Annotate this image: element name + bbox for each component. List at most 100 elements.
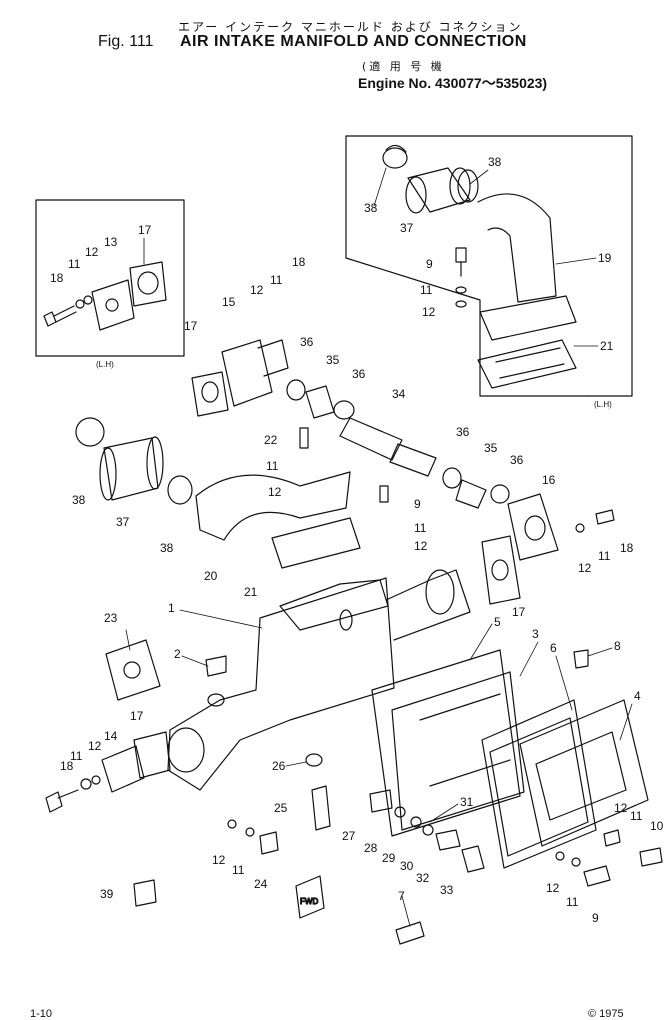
callout-29: 29 — [382, 851, 396, 865]
callout-2: 2 — [174, 647, 181, 661]
callout-7: 7 — [398, 889, 405, 903]
inset-hose-elbow — [382, 144, 577, 389]
callout-5: 5 — [494, 615, 501, 629]
callout-31: 31 — [460, 795, 474, 809]
callout-37: 37 — [116, 515, 130, 529]
callout-18: 18 — [620, 541, 634, 555]
callout-26: 26 — [272, 759, 286, 773]
callout-11: 11 — [70, 749, 83, 763]
callout-8: 8 — [614, 639, 621, 653]
callout-21: 21 — [600, 339, 614, 353]
right-inset-frame — [345, 135, 633, 397]
callout-4: 4 — [634, 689, 641, 703]
callout-14: 14 — [104, 729, 118, 743]
lower-fittings — [45, 649, 663, 945]
callout-11: 11 — [266, 459, 279, 473]
callout-18: 18 — [50, 271, 64, 285]
callout-12: 12 — [614, 801, 628, 815]
callout-27: 27 — [342, 829, 356, 843]
callout-37: 37 — [400, 221, 414, 235]
callout-36: 36 — [456, 425, 470, 439]
left-inset-frame — [35, 199, 185, 357]
callout-23: 23 — [104, 611, 118, 625]
callout-15: 15 — [222, 295, 236, 309]
gasket-and-cover — [481, 699, 649, 869]
callout-36: 36 — [510, 453, 524, 467]
callout-11: 11 — [566, 895, 579, 909]
engine-number-range: Engine No. 430077～535023) — [358, 75, 548, 91]
fwd-label: FWD — [300, 897, 318, 906]
aftercooler-core — [371, 649, 525, 837]
callout-16: 16 — [542, 473, 556, 487]
callout-17: 17 — [130, 709, 144, 723]
callout-38: 38 — [72, 493, 86, 507]
inset-bolt — [43, 295, 93, 327]
callout-24: 24 — [254, 877, 268, 891]
callout-11: 11 — [270, 273, 283, 287]
callout-36: 36 — [300, 335, 314, 349]
right-inset-frame-lower — [345, 135, 589, 397]
japanese-title: エアー インテーク マニホールド および コネクション — [178, 20, 523, 34]
callout-35: 35 — [484, 441, 498, 455]
callout-1: 1 — [168, 601, 175, 615]
copyright: © 1975 — [588, 1008, 624, 1020]
callout-22: 22 — [264, 433, 278, 447]
callout-12: 12 — [546, 881, 560, 895]
callout-38: 38 — [364, 201, 378, 215]
callout-10: 10 — [650, 819, 664, 833]
callout-18: 18 — [60, 759, 74, 773]
left-hose-elbow — [75, 417, 389, 569]
callout-12: 12 — [414, 539, 428, 553]
callout-38: 38 — [160, 541, 174, 555]
callout-9: 9 — [426, 257, 433, 271]
callout-34: 34 — [392, 387, 406, 401]
leader-lines — [125, 167, 633, 927]
callout-9: 9 — [592, 911, 599, 925]
upper-connectors — [191, 339, 615, 605]
callout-11: 11 — [420, 283, 433, 297]
figure-number: Fig. 111 — [98, 33, 154, 50]
inset-right-lh-label: (L.H) — [594, 400, 612, 409]
callout-12: 12 — [268, 485, 282, 499]
fwd-arrow-icon — [295, 875, 325, 919]
intake-manifold-body — [105, 569, 471, 791]
callout-25: 25 — [274, 801, 288, 815]
inset-left-lh-label: (L.H) — [96, 360, 114, 369]
callout-21: 21 — [244, 585, 258, 599]
callout-12: 12 — [578, 561, 592, 575]
callout-12: 12 — [88, 739, 102, 753]
callout-13: 13 — [104, 235, 118, 249]
callout-11: 11 — [630, 809, 643, 823]
callout-6: 6 — [550, 641, 557, 655]
callout-11: 11 — [232, 863, 245, 877]
callout-labels: 17 18 11 12 13 38 38 37 9 11 12 19 21 18… — [50, 155, 664, 925]
callout-32: 32 — [416, 871, 430, 885]
inset-elbow-flange — [91, 261, 167, 331]
callout-30: 30 — [400, 859, 414, 873]
callout-18: 18 — [292, 255, 306, 269]
callout-35: 35 — [326, 353, 340, 367]
page-number: 1-10 — [30, 1008, 53, 1020]
callout-20: 20 — [204, 569, 218, 583]
callout-11: 11 — [68, 257, 81, 271]
callout-17: 17 — [512, 605, 526, 619]
callout-11: 11 — [414, 521, 427, 535]
callout-36: 36 — [352, 367, 366, 381]
japanese-applicability: (適 用 号 機 — [362, 60, 445, 73]
callout-12: 12 — [85, 245, 99, 259]
callout-9: 9 — [414, 497, 421, 511]
figure-title: AIR INTAKE MANIFOLD AND CONNECTION — [180, 33, 527, 50]
callout-11: 11 — [598, 549, 611, 563]
callout-3: 3 — [532, 627, 539, 641]
callout-38: 38 — [488, 155, 502, 169]
callout-39: 39 — [100, 887, 114, 901]
callout-17: 17 — [138, 223, 152, 237]
callout-19: 19 — [598, 251, 612, 265]
callout-12: 12 — [422, 305, 436, 319]
callout-17: 17 — [184, 319, 198, 333]
callout-28: 28 — [364, 841, 378, 855]
callout-12: 12 — [250, 283, 264, 297]
callout-33: 33 — [440, 883, 454, 897]
callout-12: 12 — [212, 853, 226, 867]
